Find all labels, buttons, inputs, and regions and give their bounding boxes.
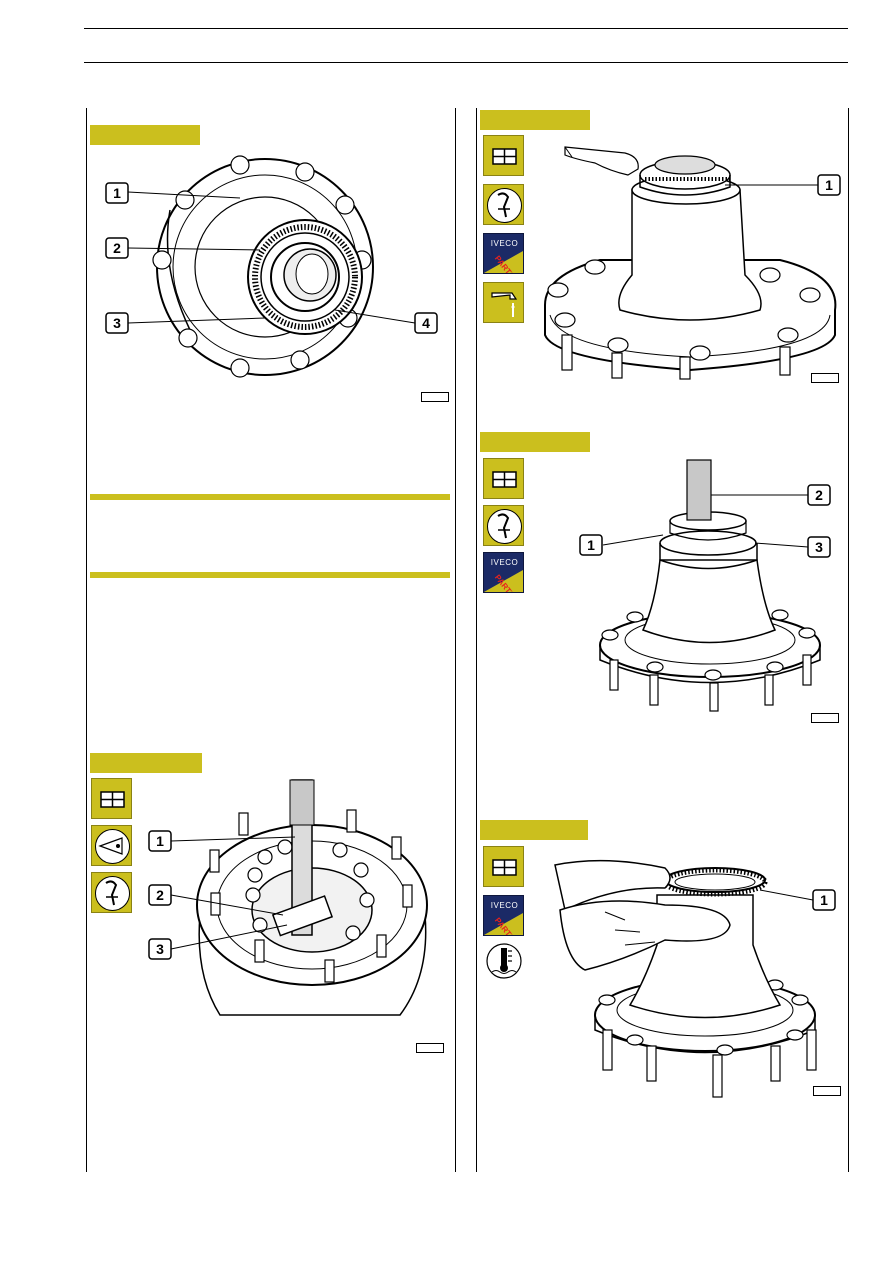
figure-1-callout-3: 3 — [113, 315, 121, 331]
figure-3-number-box — [811, 713, 839, 723]
inspection-icon — [91, 825, 132, 866]
figure-1-callout-4: 4 — [422, 315, 430, 331]
figure-3-callout-2: 2 — [815, 487, 823, 503]
tool-icon-fig2 — [483, 184, 524, 225]
disassembly-icon — [91, 778, 132, 819]
iveco-parts-icon-fig5: IVECO PARTS — [483, 895, 524, 936]
note-bar-bottom — [90, 572, 450, 578]
figure-4-illustration: 1 2 3 — [148, 779, 428, 1016]
figure-tab-2 — [480, 110, 590, 130]
tool-icon-fig3 — [483, 505, 524, 546]
figure-4-callout-1: 1 — [156, 833, 164, 849]
figure-3-callout-3: 3 — [815, 539, 823, 555]
figure-5-illustration: 1 — [554, 859, 836, 1098]
figure-2-callout-1: 1 — [825, 177, 833, 193]
figure-5-number-box — [813, 1086, 841, 1096]
column-divider-center-b — [476, 108, 477, 1172]
figure-3-illustration: 2 1 3 — [579, 459, 831, 712]
header-rule-bottom — [84, 62, 848, 63]
disassembly-icon-fig3 — [483, 458, 524, 499]
header-rule-top — [84, 28, 848, 29]
figure-1-number-box — [421, 392, 449, 402]
figure-2-illustration: 1 — [544, 146, 841, 380]
figure-tab-1 — [90, 125, 200, 145]
note-bar-top — [90, 494, 450, 500]
figure-5-callout-1: 1 — [820, 892, 828, 908]
figure-1-illustration: 1 2 3 4 — [105, 155, 438, 378]
tool-icon — [91, 872, 132, 913]
figure-tab-5 — [480, 820, 588, 840]
temperature-icon — [486, 943, 522, 979]
disassembly-icon-fig2 — [483, 135, 524, 176]
iveco-brand-label: IVECO — [490, 558, 519, 567]
column-divider-center-a — [455, 108, 456, 1172]
figure-3-callout-1: 1 — [587, 537, 595, 553]
column-divider-right — [848, 108, 849, 1172]
figure-1-callout-2: 2 — [113, 240, 121, 256]
iveco-brand-label: IVECO — [490, 901, 519, 910]
figure-tab-4 — [90, 753, 202, 773]
figure-4-callout-3: 3 — [156, 941, 164, 957]
iveco-brand-label: IVECO — [490, 239, 519, 248]
figure-tab-3 — [480, 432, 590, 452]
lubricant-icon — [483, 282, 524, 323]
disassembly-icon-fig5 — [483, 846, 524, 887]
iveco-parts-icon-fig3: IVECO PARTS — [483, 552, 524, 593]
column-divider-left — [86, 108, 87, 1172]
figure-4-callout-2: 2 — [156, 887, 164, 903]
figure-4-number-box — [416, 1043, 444, 1053]
iveco-parts-icon-fig2: IVECO PARTS — [483, 233, 524, 274]
figure-1-callout-1: 1 — [113, 185, 121, 201]
figure-2-number-box — [811, 373, 839, 383]
